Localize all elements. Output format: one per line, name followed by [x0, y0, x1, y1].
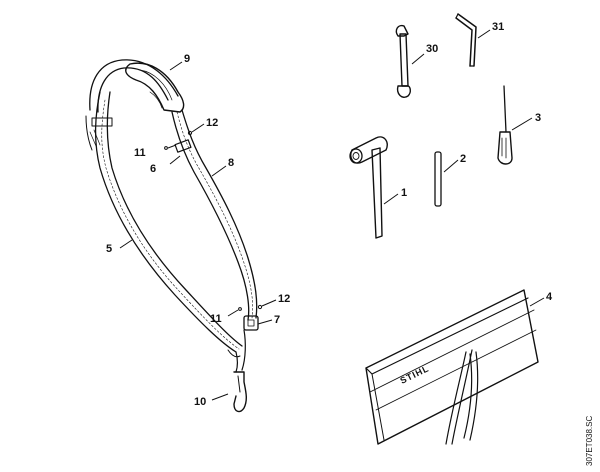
buckle-lower [243, 315, 259, 331]
pin: 2 [434, 151, 466, 207]
callout-5: 5 [106, 243, 112, 255]
callout-11-upper: 11 [134, 147, 146, 159]
shoulder-pad [125, 62, 185, 113]
stihl-logo: STIHL [398, 363, 430, 386]
callout-8: 8 [228, 157, 234, 169]
callout-4: 4 [546, 291, 553, 303]
callout-3: 3 [535, 112, 541, 124]
carabiner-hook [233, 371, 247, 413]
drawing-code: 307ET038.SC [585, 416, 594, 466]
callout-6: 6 [150, 163, 156, 175]
combination-wrench: 1 [349, 136, 407, 239]
shoulder-strap [85, 59, 259, 413]
callout-9: 9 [184, 53, 190, 65]
callout-1: 1 [401, 187, 407, 199]
tool-pouch: STIHL 4 [365, 289, 553, 445]
callout-12-upper: 12 [206, 117, 218, 129]
callout-11-lower: 11 [210, 313, 222, 325]
callout-12-lower: 12 [278, 293, 290, 305]
callout-7: 7 [274, 314, 280, 326]
adjuster-upper [174, 139, 192, 153]
callout-30: 30 [426, 43, 438, 55]
double-wrench: 30 [395, 24, 438, 98]
callout-10: 10 [194, 396, 206, 408]
strap-callouts: 9 12 11 6 8 5 12 11 7 10 [106, 53, 290, 408]
callout-2: 2 [460, 153, 466, 165]
callout-31: 31 [492, 21, 504, 33]
screwdriver: 3 [497, 85, 541, 165]
hex-key: 31 [455, 13, 504, 67]
